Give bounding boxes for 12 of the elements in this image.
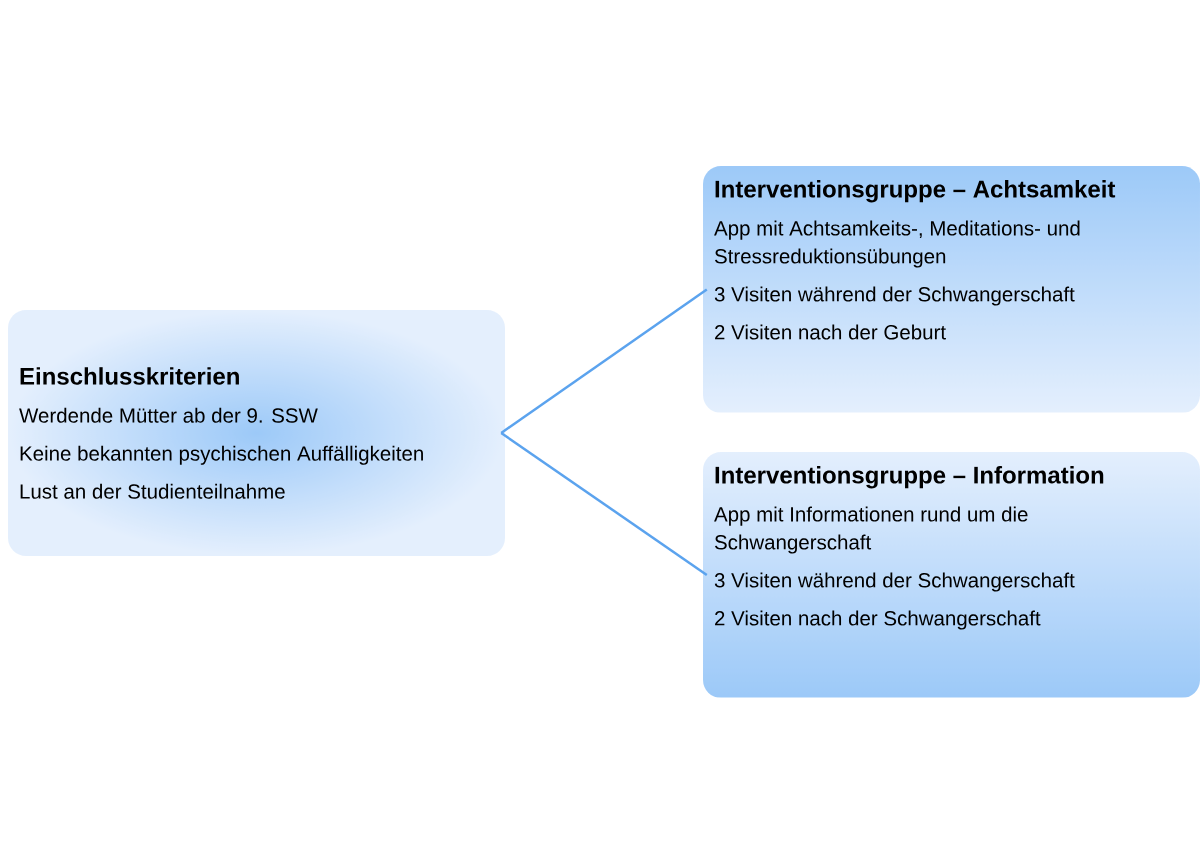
box-text: 3 Visiten während der Schwangerschaft	[714, 286, 1075, 306]
box-text: App mit Informationen rund um die Schwangerschaft	[714, 506, 1028, 554]
box-text: 3 Visiten während der Schwangerschaft	[714, 572, 1075, 592]
box-text: Keine bekannten psychischen Auffälligkeiten	[20, 445, 423, 465]
box-text: 2 Visiten nach der Geburt	[715, 324, 946, 340]
box-text: Werdende Mütter ab der 9. SSW	[19, 407, 318, 423]
box-heading: Einschlusskriterien	[20, 367, 239, 385]
box-text: Lust an der Studienteilnahme	[20, 483, 285, 499]
box-heading: Interventionsgruppe – Achtsamkeit	[715, 180, 1116, 203]
box-text: 2 Visiten nach der Schwangerschaft	[715, 610, 1041, 630]
box-heading: Interventionsgruppe – Information	[715, 466, 1104, 489]
box-text: App mit Achtsamkeits-, Meditations- und Stressreduktionsübungen	[714, 220, 1080, 268]
